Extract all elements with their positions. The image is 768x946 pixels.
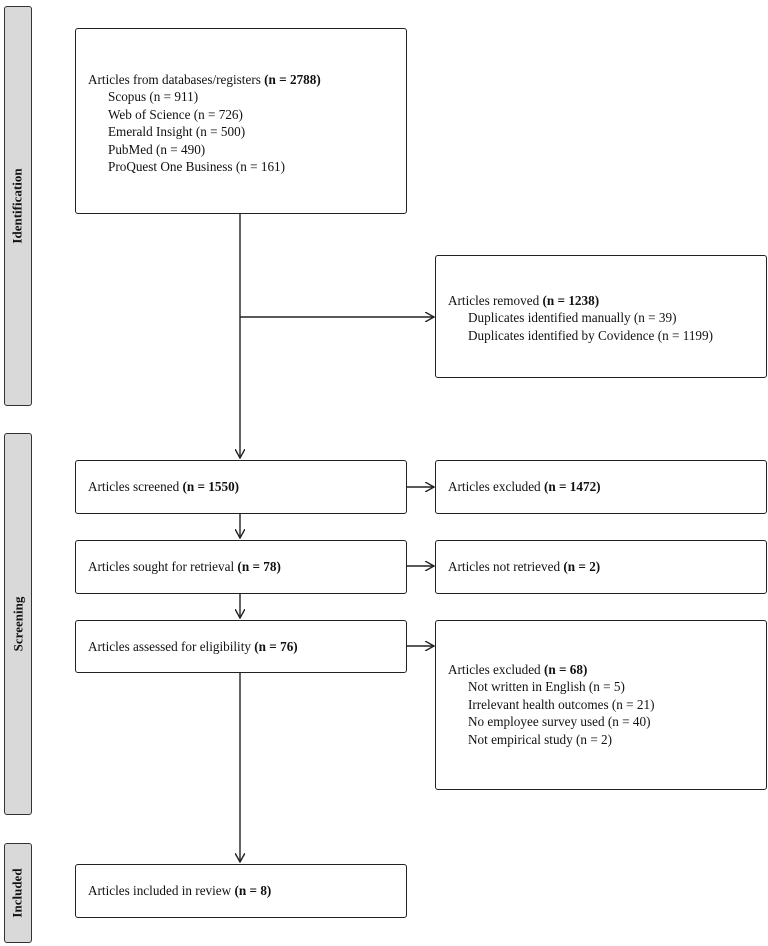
excluded-screening-label: Articles excluded <box>448 479 541 495</box>
excluded-screening-count: (n = 1472) <box>543 479 601 495</box>
database-item: Emerald Insight (n = 500) <box>108 124 246 140</box>
box-excluded-screening: Articles excluded (n = 1472) <box>435 460 767 514</box>
phase-included: Included <box>4 843 32 943</box>
databases-label: Articles from databases/registers <box>88 72 261 87</box>
exclusion-reason-item: No employee survey used (n = 40) <box>468 714 651 730</box>
exclusion-reason-item: Not written in English (n = 5) <box>468 679 625 695</box>
not-retrieved-label: Articles not retrieved <box>448 559 561 575</box>
database-item: Scopus (n = 911) <box>108 89 199 105</box>
removed-count: (n = 1238) <box>542 293 600 308</box>
screened-label: Articles screened <box>88 479 180 495</box>
included-label: Articles included in review <box>88 883 232 899</box>
assessed-count: (n = 76) <box>254 638 298 654</box>
removed-item: Duplicates identified manually (n = 39) <box>468 310 677 326</box>
databases-count: (n = 2788) <box>264 72 321 87</box>
box-excluded-eligibility: Articles excluded (n = 68) Not written i… <box>435 620 767 790</box>
sought-count: (n = 78) <box>237 559 281 575</box>
box-assessed: Articles assessed for eligibility (n = 7… <box>75 620 407 673</box>
phase-screening: Screening <box>4 433 32 815</box>
not-retrieved-count: (n = 2) <box>563 559 601 575</box>
database-item: ProQuest One Business (n = 161) <box>108 159 286 175</box>
screened-count: (n = 1550) <box>182 479 240 495</box>
box-sought: Articles sought for retrieval (n = 78) <box>75 540 407 594</box>
included-count: (n = 8) <box>234 883 272 899</box>
excluded-eligibility-count: (n = 68) <box>543 662 588 677</box>
box-removed: Articles removed (n = 1238) Duplicates i… <box>435 255 767 378</box>
database-item: PubMed (n = 490) <box>108 141 206 157</box>
sought-label: Articles sought for retrieval <box>88 559 235 575</box>
excluded-eligibility-label: Articles excluded <box>448 662 541 677</box>
database-item: Web of Science (n = 726) <box>108 106 243 122</box>
exclusion-reason-item: Irrelevant health outcomes (n = 21) <box>468 696 655 712</box>
assessed-label: Articles assessed for eligibility <box>88 638 251 654</box>
box-screened: Articles screened (n = 1550) <box>75 460 407 514</box>
box-databases: Articles from databases/registers (n = 2… <box>75 28 407 214</box>
exclusion-reason-item: Not empirical study (n = 2) <box>468 731 613 747</box>
box-included: Articles included in review (n = 8) <box>75 864 407 918</box>
phase-identification: Identification <box>4 6 32 406</box>
removed-label: Articles removed <box>448 293 540 308</box>
removed-item: Duplicates identified by Covidence (n = … <box>468 327 713 343</box>
box-not-retrieved: Articles not retrieved (n = 2) <box>435 540 767 594</box>
